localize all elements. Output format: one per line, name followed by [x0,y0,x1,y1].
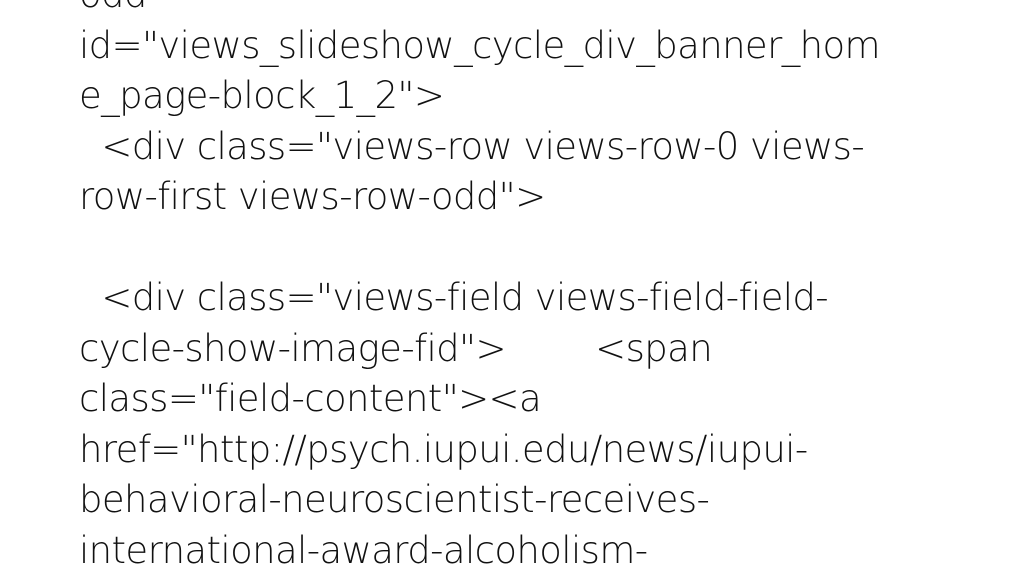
code-line-5: row-first views-row-odd"> [79,175,546,218]
code-line-2: id="views_slideshow_cycle_div_banner_hom [79,23,881,67]
code-line-11: behavioral-neuroscientist-receives- [79,478,710,521]
code-line-10: href="http://psych.iupui.edu/news/iupui- [79,427,808,471]
code-line-6 [79,223,880,274]
code-line-9: class="field-content"><a [79,377,542,420]
code-line-3: e_page-block_1_2"> [79,74,445,117]
code-line-12: international-award-alcoholism- [79,528,648,572]
code-line-8: cycle-show-image-fid"> <span [79,326,713,370]
code-line-7: <div class="views-field views-field-fiel… [79,276,829,319]
code-line-1: odd" [79,0,880,21]
code-text-block: odd" id="views_slideshow_cycle_div_banne… [79,0,881,576]
code-line-4: <div class="views-row views-row-0 views- [79,124,865,168]
